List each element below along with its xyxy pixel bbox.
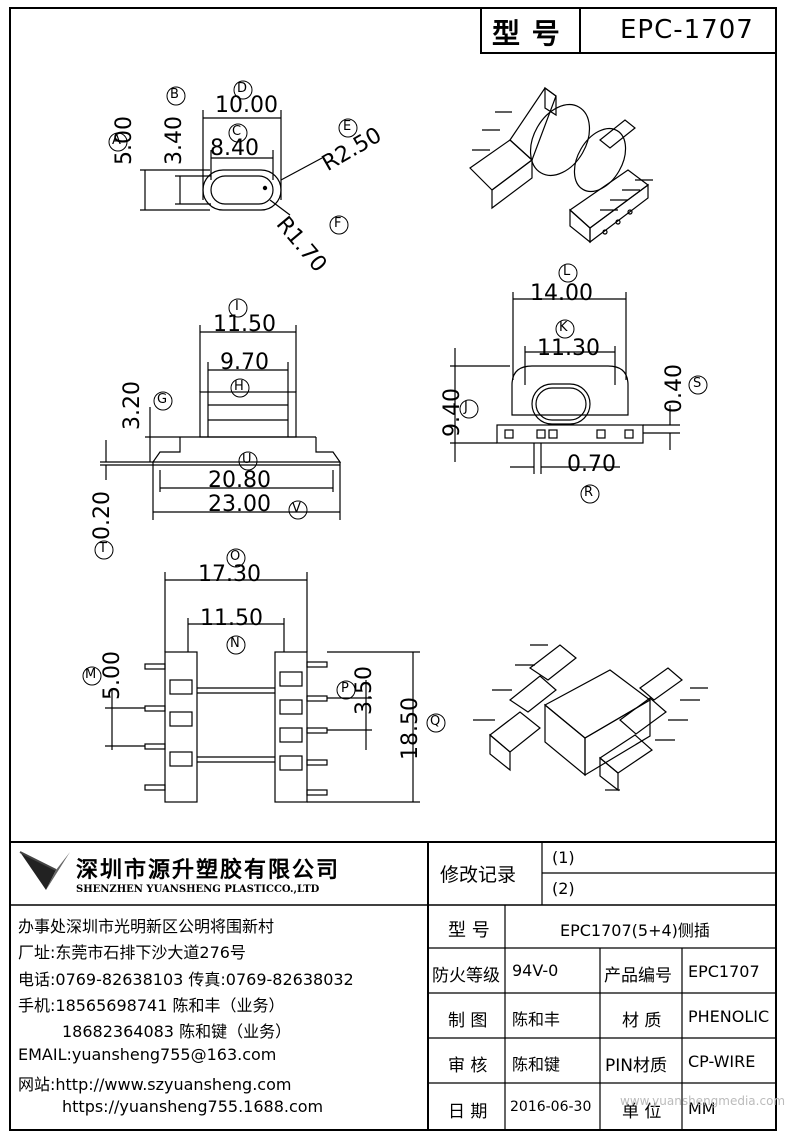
marker-o: O [230, 549, 241, 564]
spec-material-label: 材 质 [622, 1011, 662, 1031]
front-view-drawing [100, 325, 342, 520]
marker-d: D [237, 81, 248, 96]
phone-fax: 电话:0769-82638103 传真:0769-82638032 [18, 970, 354, 989]
title-model-label: 型 号 [492, 17, 561, 50]
spec-pin-value: CP-WIRE [688, 1052, 756, 1071]
dim-m-value: 5.00 [100, 651, 125, 700]
marker-v: V [292, 501, 301, 516]
dim-c-value: 8.40 [210, 136, 259, 161]
side-view-drawing [450, 292, 680, 474]
watermark: www.yuanshengmedia.com [620, 1094, 786, 1108]
revision-2: (2) [552, 879, 575, 898]
spec-check-value: 陈和键 [512, 1055, 561, 1074]
marker-k: K [559, 320, 568, 335]
dim-r-value: 0.70 [567, 452, 616, 477]
marker-p: P [341, 681, 349, 696]
spec-fire-value: 94V-0 [512, 961, 559, 980]
dim-j-value: 9.40 [440, 388, 465, 437]
spec-check-label: 审 核 [448, 1056, 488, 1076]
marker-r: R [584, 485, 594, 500]
dim-g-value: 3.20 [120, 381, 145, 430]
revision-label: 修改记录 [440, 864, 517, 886]
marker-a: A [112, 133, 121, 148]
spec-pin-label: PIN材质 [605, 1056, 667, 1076]
mobile-1: 手机:18565698741 陈和丰（业务） [18, 996, 285, 1015]
spec-unit-value: MM [688, 1099, 716, 1118]
dim-t-value: 0.20 [90, 491, 115, 540]
marker-b: B [170, 87, 179, 102]
bottom-view-drawing [105, 572, 420, 803]
marker-u: U [242, 452, 252, 467]
spec-date-value: 2016-06-30 [510, 1099, 592, 1115]
spec-pn-label: 产品编号 [604, 966, 672, 986]
office-address: 办事处深圳市光明新区公明将围新村 [18, 917, 275, 936]
marker-e: E [343, 119, 352, 134]
iso-view-bottom-drawing [473, 644, 708, 792]
spec-model-value: EPC1707(5+4)侧插 [560, 921, 710, 940]
mobile-2: 18682364083 陈和键（业务） [62, 1022, 292, 1041]
spec-material-value: PHENOLIC [688, 1007, 770, 1026]
marker-l: L [563, 264, 571, 279]
dim-o-value: 17.30 [198, 562, 261, 587]
dim-s-value: 0.40 [662, 364, 687, 413]
iso-view-top-drawing [469, 86, 653, 244]
marker-c: C [232, 124, 242, 139]
title-model-value: EPC-1707 [620, 15, 754, 45]
marker-g: G [157, 392, 168, 407]
company-logo-mark [19, 851, 70, 890]
dim-u-value: 20.80 [208, 468, 271, 493]
marker-q: Q [430, 714, 441, 729]
dim-v-value: 23.00 [208, 492, 271, 517]
marker-m: M [85, 667, 97, 682]
marker-j: J [464, 400, 468, 415]
dim-i-value: 11.50 [213, 312, 276, 337]
spec-pn-value: EPC1707 [688, 962, 760, 981]
spec-draw-value: 陈和丰 [512, 1010, 561, 1029]
email: EMAIL:yuansheng755@163.com [18, 1045, 277, 1064]
dim-a-value: 5.00 [112, 116, 137, 165]
factory-address: 厂址:东莞市石排下沙大道276号 [18, 943, 246, 962]
spec-draw-label: 制 图 [448, 1011, 488, 1031]
dim-l-value: 14.00 [530, 281, 593, 306]
company-name-en: SHENZHEN YUANSHENG PLASTICCO.,LTD [76, 884, 320, 895]
marker-t: T [99, 541, 107, 556]
spec-unit-label: 单 位 [622, 1102, 662, 1122]
marker-f: F [334, 216, 342, 231]
website-1: 网站:http://www.szyuansheng.com [18, 1075, 292, 1094]
spec-date-label: 日 期 [448, 1102, 488, 1122]
marker-i: I [235, 299, 239, 314]
dim-k-value: 11.30 [537, 336, 600, 361]
revision-1: (1) [552, 848, 575, 867]
spec-fire-label: 防火等级 [432, 966, 500, 986]
marker-s: S [693, 376, 702, 391]
dim-n-value: 11.50 [200, 606, 263, 631]
top-view-drawing [140, 110, 323, 216]
dim-b-value: 3.40 [162, 116, 187, 165]
marker-n: N [230, 636, 240, 651]
website-2: https://yuansheng755.1688.com [62, 1097, 324, 1116]
dim-d-value: 10.00 [215, 93, 278, 118]
dim-q-value: 18.50 [398, 697, 423, 760]
marker-h: H [234, 379, 244, 394]
spec-model-label: 型 号 [448, 920, 490, 941]
company-name-cn: 深圳市源升塑胶有限公司 [76, 858, 341, 883]
dim-h-value: 9.70 [220, 350, 269, 375]
dim-p-value: 3.50 [352, 666, 377, 715]
